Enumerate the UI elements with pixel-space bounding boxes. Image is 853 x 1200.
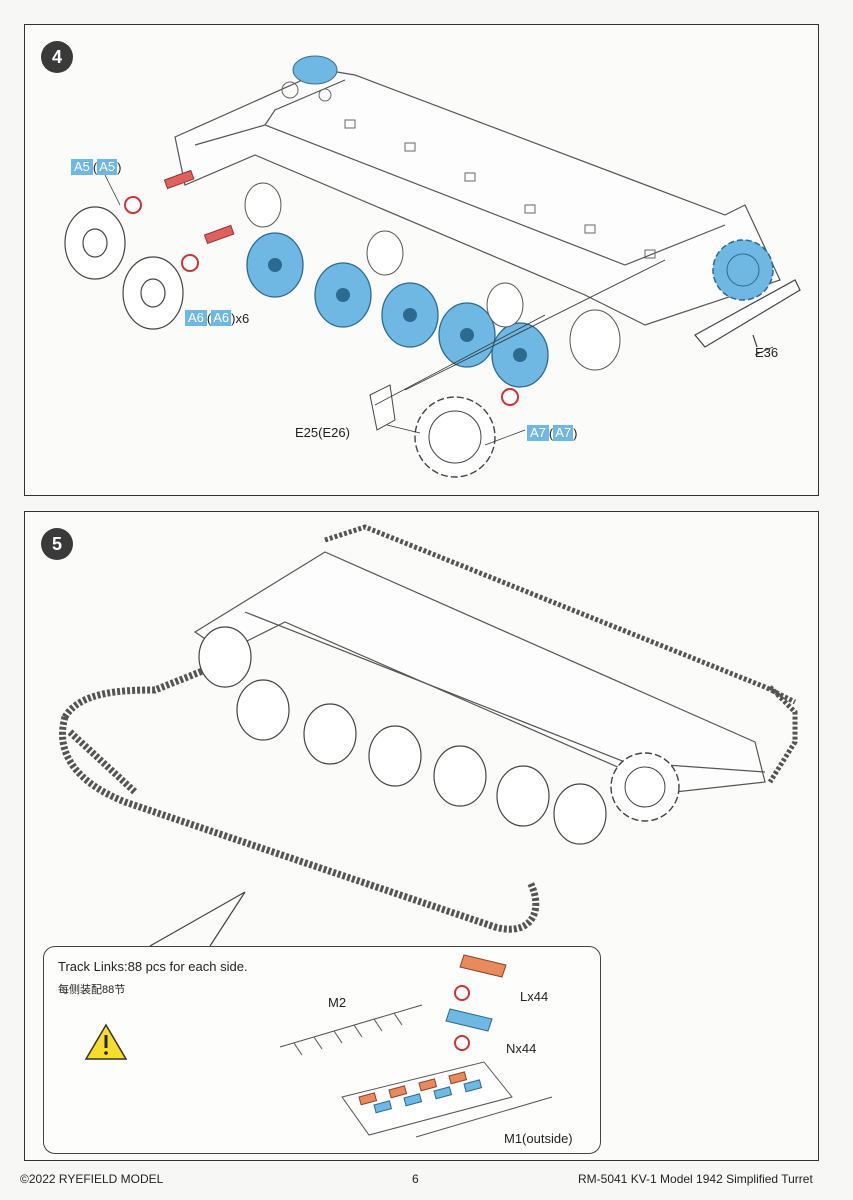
wheel-a6 xyxy=(122,256,184,330)
step-number-badge: 5 xyxy=(41,528,73,560)
callout-pointer xyxy=(149,891,246,947)
top-blue-wheel xyxy=(292,55,338,85)
step-4-panel: 4 xyxy=(24,24,819,496)
label-a6: A6 ( A6 ) x6 xyxy=(185,310,249,326)
road-wheels xyxy=(198,626,607,845)
drive-sprocket-right xyxy=(712,239,774,301)
step-4-illustration xyxy=(64,55,801,478)
track-link-n xyxy=(445,1008,493,1032)
label-nx44: Nx44 xyxy=(506,1041,537,1056)
footer-copyright: ©2022 RYEFIELD MODEL xyxy=(20,1172,164,1186)
track-links-callout: Track Links:88 pcs for each side. 每侧装配88… xyxy=(43,946,601,1154)
blue-wheel-hubs xyxy=(268,258,527,362)
fender-part-e36 xyxy=(694,279,801,348)
label-e36: E36 xyxy=(755,345,779,360)
assembly-jig xyxy=(341,1061,513,1136)
footer-product: RM-5041 KV-1 Model 1942 Simplified Turre… xyxy=(578,1172,813,1186)
hull-side-plate xyxy=(174,69,781,326)
track-assembly-art xyxy=(84,954,553,1138)
track-links-note: Track Links:88 pcs for each side. xyxy=(58,959,248,974)
no-glue-icons xyxy=(454,985,470,1051)
step-5-illustration xyxy=(59,524,798,947)
step-5-panel: 5 xyxy=(24,511,819,1161)
label-a5: A5 ( A5 ) xyxy=(71,159,122,175)
label-a7: A7 ( A7 ) xyxy=(527,425,578,441)
label-m2: M2 xyxy=(328,995,347,1010)
step-number-badge: 4 xyxy=(41,41,73,73)
swing-arms xyxy=(244,182,621,371)
no-glue-icons xyxy=(124,196,519,406)
sprue-m2 xyxy=(279,1004,423,1056)
sprocket-assembled xyxy=(610,752,680,822)
sprocket-a7 xyxy=(414,396,496,478)
leader-lines xyxy=(104,174,774,446)
sprue-m1 xyxy=(415,1096,553,1138)
warning-icon xyxy=(84,1023,128,1060)
label-m1: M1(outside) xyxy=(504,1131,573,1146)
bracket-e25 xyxy=(369,384,396,431)
wheel-a5 xyxy=(64,206,126,280)
label-lx44: Lx44 xyxy=(520,989,549,1004)
footer-page-number: 6 xyxy=(412,1172,419,1186)
label-e25: E25(E26) xyxy=(295,425,350,440)
track-far-right xyxy=(767,685,798,784)
hull-details xyxy=(281,81,656,259)
track-links-note-cn: 每侧装配88节 xyxy=(58,984,126,996)
track-near-loop xyxy=(59,658,540,933)
track-upper-far xyxy=(324,524,797,705)
track-link-l xyxy=(459,954,507,978)
